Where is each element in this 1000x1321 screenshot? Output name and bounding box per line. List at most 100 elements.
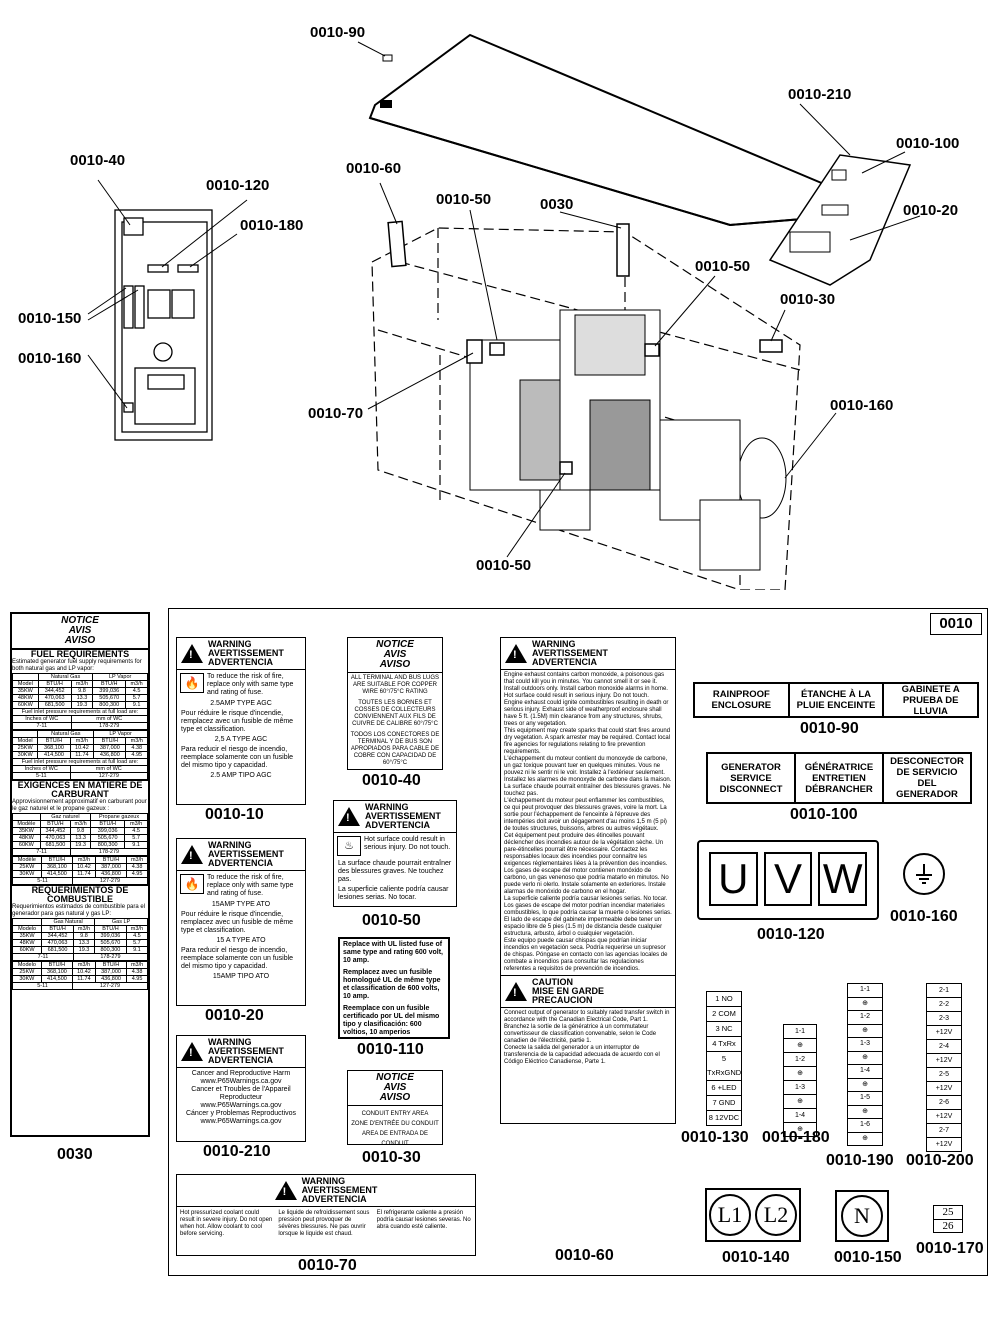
table-cell: 5.7 xyxy=(124,834,148,842)
table-cell: 11.74 xyxy=(72,975,96,983)
terminal-label: 2-6 xyxy=(927,1095,961,1109)
table-cell: 127-279 xyxy=(69,772,148,780)
caution-text: MISE EN GARDE xyxy=(532,986,605,996)
decal-code: 0010-200 xyxy=(906,1152,974,1169)
warning-triangle-icon xyxy=(181,644,203,663)
table-cell: 505,670 xyxy=(90,834,126,842)
callout-label: 0010-50 xyxy=(436,191,492,208)
table-cell: 414,500 xyxy=(40,870,74,878)
table-cell: 13.3 xyxy=(70,694,94,702)
table-header: Model xyxy=(12,680,39,688)
table-cell: 344,452 xyxy=(39,827,72,835)
terminal-label: 1-1 xyxy=(794,1028,806,1035)
callout-label: 0010-20 xyxy=(903,202,959,219)
table-header: BTU/H xyxy=(39,820,72,828)
table-cell: 9.8 xyxy=(70,687,94,695)
warning-text: AVERTISSEMENT xyxy=(301,1185,378,1195)
table-header: Modelo xyxy=(12,925,43,933)
neutral-terminal-decal: N xyxy=(835,1190,889,1242)
table-cell: 19.3 xyxy=(69,841,92,849)
decal-text-es: TODOS LOS CONECTORES DE TERMINAL Y DE BU… xyxy=(350,732,440,766)
table-cell: 60KW xyxy=(12,841,41,849)
decal-code: 0010-160 xyxy=(890,908,958,925)
decal-text-fr: 15 A TYPE ATO xyxy=(216,937,266,944)
table-cell: 7-11 xyxy=(12,953,74,961)
decal-text-es: 2.5 AMP TIPO AGC xyxy=(210,772,272,779)
decal-text-fr: ÉTANCHE À LA PLUIE ENCEINTE xyxy=(790,684,885,716)
decal-text-en: GENERATOR SERVICE DISCONNECT xyxy=(708,754,796,802)
table-cell: 35KW xyxy=(12,827,41,835)
decal-text-en: Hot surface could result in serious inju… xyxy=(504,693,649,699)
warning-text: AVERTISSEMENT xyxy=(208,648,284,658)
l2-label: L2 xyxy=(755,1194,797,1236)
decal-text-fr: TOUTES LES BORNES ET COSSES DE COLLECTEU… xyxy=(352,700,438,727)
table-cell: 399,036 xyxy=(94,932,127,940)
table-cell: 436,800 xyxy=(94,975,128,983)
decal-url: www.P65Warnings.ca.gov xyxy=(200,1118,282,1125)
table-cell: 9.8 xyxy=(69,827,92,835)
table-cell: 5-11 xyxy=(12,772,71,780)
table-header: m3/h xyxy=(72,961,96,969)
caution-text: CAUTION xyxy=(532,977,573,987)
decal-text-en: Engine exhaust could ignite combustibles… xyxy=(504,700,669,727)
table-cell: Inches of WC xyxy=(12,715,72,723)
warning-triangle-icon xyxy=(181,1042,203,1061)
decal-code: 0010-50 xyxy=(362,912,421,929)
table-cell: 19.3 xyxy=(70,701,94,709)
notice-text: AVISO xyxy=(64,635,96,646)
decal-url: www.P65Warnings.ca.gov xyxy=(200,1102,282,1109)
table-cell: Inches of WC xyxy=(12,765,71,773)
table-cell: 470,063 xyxy=(39,834,72,842)
notice-text: NOTICE xyxy=(376,1072,414,1083)
terminal-label: 1-6 xyxy=(848,1118,882,1132)
table-header: BTU/H xyxy=(92,680,127,688)
decal-code: 0010-100 xyxy=(790,806,858,823)
line-terminal-decal: L1 L2 xyxy=(705,1188,801,1242)
notice-header: NOTICE AVIS AVISO xyxy=(348,638,442,673)
rainproof-enclosure-decal: RAINPROOF ENCLOSURE ÉTANCHE À LA PLUIE E… xyxy=(693,682,979,718)
decal-text-es: Para reducir el riesgo de incendio, reem… xyxy=(181,947,294,970)
notice-header: NOTICE AVIS AVISO xyxy=(12,614,148,649)
terminal-label: 2-7 xyxy=(927,1123,961,1137)
decal-text-es: Conecte la salida del generador a un int… xyxy=(504,1045,660,1065)
table-cell: 127-279 xyxy=(72,982,148,990)
decal-text-fr: La surface chaude pourrait entraîner des… xyxy=(338,860,452,883)
decal-code: 0030 xyxy=(57,1146,93,1163)
warning-text: WARNING xyxy=(365,802,409,812)
terminal-letter: W xyxy=(818,852,868,906)
table-cell: 436,800 xyxy=(94,870,128,878)
decal-text-en: RAINPROOF ENCLOSURE xyxy=(695,684,790,716)
table-cell: 48KW xyxy=(12,939,43,947)
warning-text: AVERTISSEMENT xyxy=(208,849,284,859)
decal-text-fr: Branchez la sortie de la génératrice à u… xyxy=(504,1024,657,1044)
decal-text-fr: Pour réduire le risque d'incendie, rempl… xyxy=(181,911,294,934)
table-cell: 25KW xyxy=(12,968,42,976)
table-cell: 436,800 xyxy=(93,751,127,759)
table-header: Natural Gas xyxy=(37,730,95,738)
notice-text: AVISO xyxy=(379,659,411,670)
exploded-view-drawing xyxy=(87,33,921,590)
table-cell: 4.38 xyxy=(126,968,148,976)
table-cell: 25KW xyxy=(12,744,39,752)
callout-label: 0010-120 xyxy=(206,177,270,194)
terminal-strip-decal-190: 1-1 ⊕ 1-2 ⊕ 1-3 ⊕ 1-4 ⊕ 1-5 ⊕ 1-6 ⊕ xyxy=(847,983,883,1146)
table-cell: 11.74 xyxy=(72,870,96,878)
terminal-label: 1-3 xyxy=(848,1037,882,1051)
table-cell: 5-11 xyxy=(12,982,74,990)
table-cell: 5-11 xyxy=(12,877,74,885)
terminal-label: 7 GND xyxy=(707,1095,741,1110)
decal-url: www.P65Warnings.ca.gov xyxy=(200,1078,282,1085)
warning-triangle-icon xyxy=(338,807,360,826)
decal-text-es: Para reducir el riesgo de incendio, reem… xyxy=(181,746,294,769)
warning-text: WARNING xyxy=(208,1037,252,1047)
